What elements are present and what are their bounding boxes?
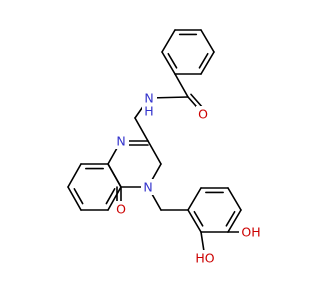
benzoyl-ring-bond xyxy=(200,29,215,53)
amide-nitrogen-label: N xyxy=(142,90,157,106)
amide-oxygen: O xyxy=(198,107,208,122)
catechol-ring-inner-bond xyxy=(225,210,236,227)
amide-oxygen-label: O xyxy=(196,106,211,122)
benzo-ring-bond xyxy=(107,163,122,188)
benzo-ring-inner-bond xyxy=(105,188,116,205)
amide-hydrogen: H xyxy=(144,104,153,119)
catechol-ring-bond xyxy=(227,187,242,211)
benzoyl-ring-bond xyxy=(161,51,176,75)
benzoyl-to-carbonyl-bond xyxy=(174,73,189,98)
ring-nitrogen-1-label: N xyxy=(114,133,129,149)
hydroxyl-para: OH xyxy=(241,225,260,240)
catechol-ring-bond xyxy=(227,209,242,233)
ketone-oxygen-label: O xyxy=(114,201,129,217)
bond-lines xyxy=(67,29,252,259)
benzo-ring-bond xyxy=(67,186,82,211)
molecule-structure: N H O N N O OH HO xyxy=(67,29,263,266)
ch2-to-c2-bond xyxy=(134,117,149,142)
hydroxyl-para-label: OH xyxy=(239,224,263,240)
c2-c-bond xyxy=(147,140,162,165)
benzo-ring-inner-bond xyxy=(73,188,84,205)
benzoyl-ring-inner-bond xyxy=(167,52,178,69)
amide-hydrogen-label: H xyxy=(142,103,157,119)
benzoyl-ring-bond xyxy=(161,29,176,53)
ring-nitrogen-1: N xyxy=(116,134,125,149)
ring-nitrogen-3-label: N xyxy=(141,179,156,195)
hydroxyl-meta: HO xyxy=(195,251,214,266)
catechol-ring-bond xyxy=(187,209,202,233)
benzo-ring-bond xyxy=(67,163,82,188)
benzoyl-ring-bond xyxy=(200,51,215,75)
amide-nitrogen: N xyxy=(144,91,153,106)
atom-labels: N H O N N O OH HO xyxy=(114,90,263,266)
ketone-oxygen: O xyxy=(116,202,126,217)
ring-nitrogen-3: N xyxy=(143,180,152,195)
catechol-ring-bond xyxy=(187,187,202,211)
benzo-ring-bond xyxy=(107,186,122,211)
hydroxyl-meta-label: HO xyxy=(193,250,217,266)
catechol-ring-inner-bond xyxy=(193,210,204,227)
benzoyl-ring-inner-bond xyxy=(198,52,209,69)
